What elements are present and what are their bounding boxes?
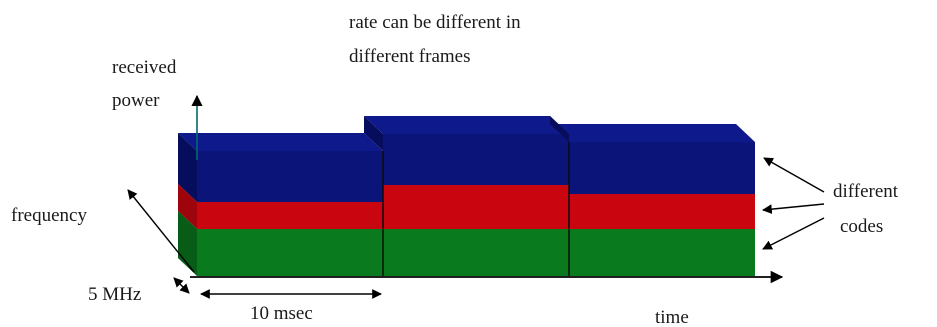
frequency-label: frequency bbox=[11, 205, 87, 226]
rate-note-line2: different frames bbox=[349, 46, 471, 67]
frame-3-side-step bbox=[550, 116, 569, 142]
codes-arrow-middle bbox=[762, 203, 825, 215]
frame-1-code-red bbox=[197, 202, 383, 229]
frame-3-code-red bbox=[569, 194, 755, 229]
frame-1-side-green bbox=[178, 211, 197, 276]
bandwidth-arrow bbox=[173, 277, 190, 294]
frame-3-code-green bbox=[569, 229, 755, 276]
frame-2 bbox=[364, 116, 569, 276]
frame-2-top bbox=[364, 116, 569, 134]
rate-note-line1: rate can be different in bbox=[349, 12, 521, 33]
codes-label-line1: different bbox=[833, 181, 899, 202]
frame-3-code-blue bbox=[569, 142, 755, 194]
bandwidth-label: 5 MHz bbox=[88, 284, 141, 305]
frame-3 bbox=[550, 116, 755, 276]
frequency-axis bbox=[127, 189, 195, 273]
frame-2-code-green bbox=[383, 229, 569, 276]
frame-1-top bbox=[178, 133, 383, 151]
frame-1-code-green bbox=[197, 229, 383, 276]
time-label: time bbox=[655, 307, 689, 327]
frame-2-code-blue bbox=[383, 134, 569, 185]
frame-3-top bbox=[550, 124, 755, 142]
received-power-label-line2: power bbox=[112, 90, 160, 111]
frame-1 bbox=[178, 133, 383, 276]
codes-arrow-top bbox=[763, 157, 825, 193]
codes-label-line2: codes bbox=[840, 216, 883, 237]
frame-1-side-red bbox=[178, 184, 197, 229]
frame-duration-label: 10 msec bbox=[250, 303, 313, 324]
received-power-label-line1: received bbox=[112, 57, 177, 78]
frame-2-code-red bbox=[383, 185, 569, 229]
frame-2-side-blue bbox=[364, 116, 383, 151]
frame-1-code-blue bbox=[197, 151, 383, 202]
codes-arrow-bottom bbox=[762, 217, 825, 250]
frame-1-side-blue bbox=[178, 133, 197, 202]
